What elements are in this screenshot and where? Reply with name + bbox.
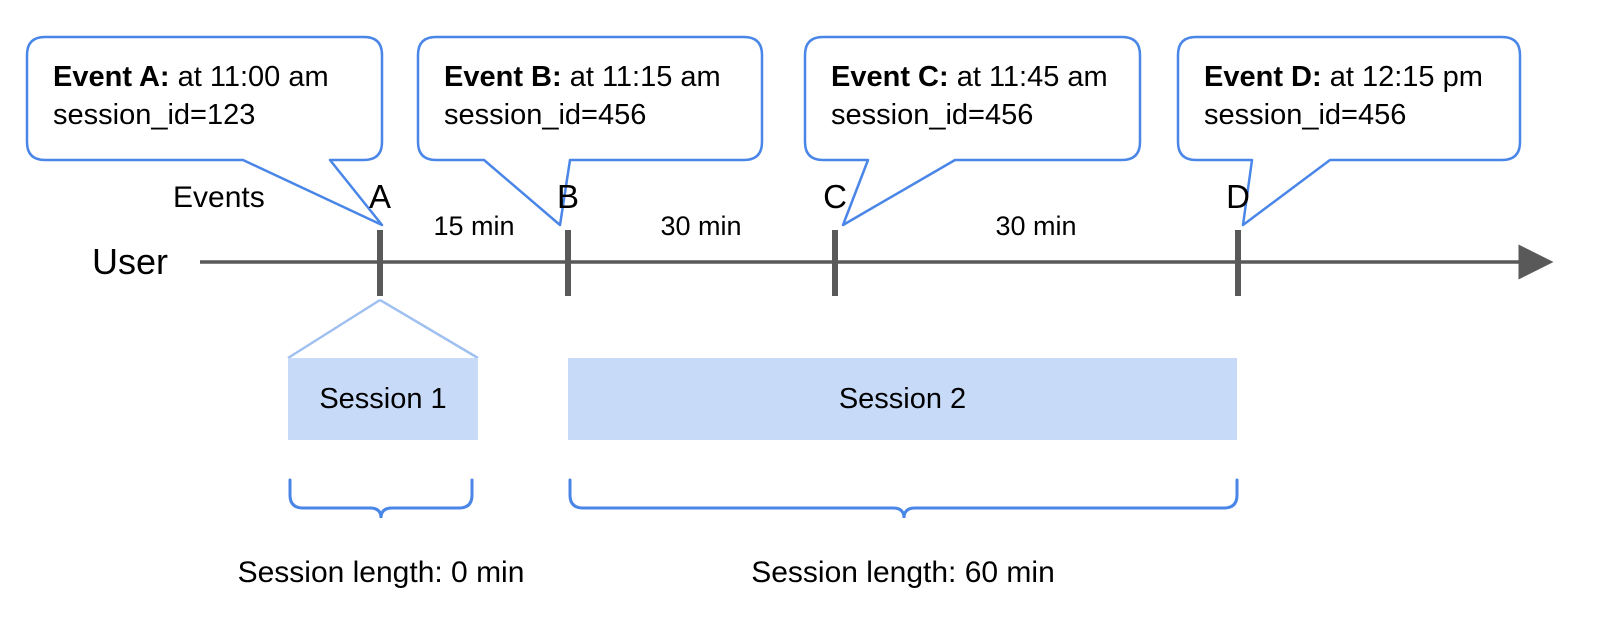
event-letter-b: B (556, 178, 579, 215)
callout-time-d: at 12:15 pm (1321, 61, 1483, 93)
session-box-2: Session 2 (568, 358, 1237, 440)
session-box-1-label: Session 1 (319, 382, 447, 415)
callout-text-d: Event D: at 12:15 pm session_id=456 (1204, 58, 1483, 134)
session-box-1: Session 1 (288, 358, 478, 440)
session-length-2: Session length: 60 min (751, 556, 1055, 589)
session-1-brace (288, 478, 474, 519)
session-box-2-label: Session 2 (838, 382, 967, 415)
callout-text-b: Event B: at 11:15 am session_id=456 (444, 58, 721, 134)
callout-lead-b: Event B: (444, 61, 562, 93)
event-letter-a: A (368, 178, 391, 215)
gap-label-b-c: 30 min (660, 211, 742, 241)
callout-session-d: session_id=456 (1204, 99, 1407, 131)
callout-session-b: session_id=456 (444, 99, 647, 131)
callout-time-b: at 11:15 am (561, 61, 721, 93)
row-label-events: Events (173, 181, 265, 214)
callout-text-a: Event A: at 11:00 am session_id=123 (53, 58, 329, 134)
callout-lead-c: Event C: (831, 61, 949, 93)
callout-session-c: session_id=456 (831, 99, 1034, 131)
callout-time-a: at 11:00 am (169, 61, 329, 93)
session-2-brace (568, 478, 1239, 519)
callout-time-c: at 11:45 am (948, 61, 1108, 93)
callout-lead-d: Event D: (1204, 61, 1322, 93)
event-letter-c: C (823, 178, 847, 215)
event-letter-d: D (1226, 178, 1250, 215)
session-length-1: Session length: 0 min (237, 556, 525, 589)
session-1-connector (287, 298, 479, 360)
gap-label-c-d: 30 min (995, 211, 1077, 241)
row-label-user: User (92, 241, 169, 282)
callout-session-a: session_id=123 (53, 99, 256, 131)
callout-lead-a: Event A: (53, 61, 170, 93)
gap-label-a-b: 15 min (433, 211, 515, 241)
callout-text-c: Event C: at 11:45 am session_id=456 (831, 58, 1108, 134)
